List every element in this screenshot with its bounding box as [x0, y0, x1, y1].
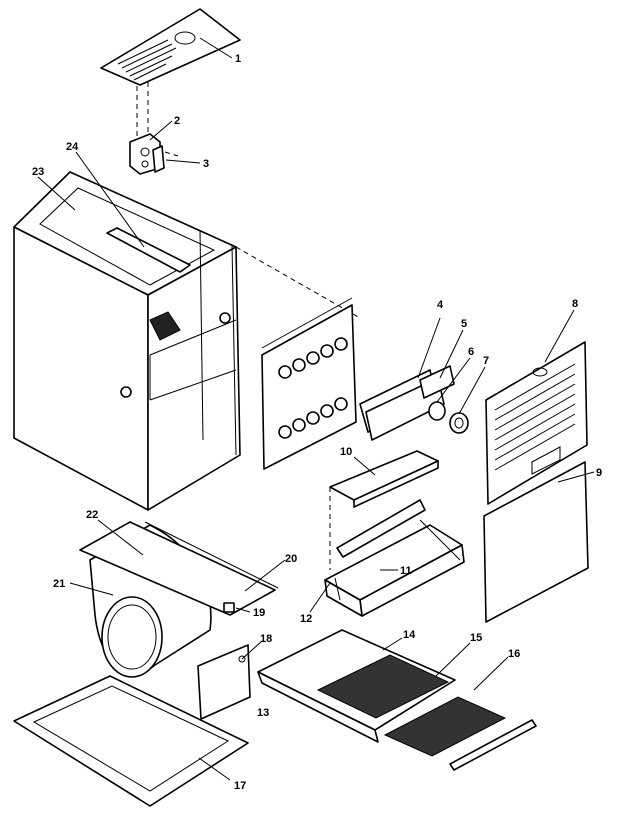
callout-5: 5: [461, 318, 467, 330]
lower-door: [483, 461, 589, 623]
callout-labels: 1 2 3 4 5 6 7 8 9 10 11 12 13 14 15 16 1…: [32, 53, 602, 792]
callout-4: 4: [437, 299, 444, 311]
upper-louvered-door: [485, 341, 588, 505]
callout-18: 18: [260, 633, 272, 645]
blower-motor-capacitor: [223, 602, 235, 613]
sight-ring: [428, 401, 446, 421]
callout-13: 13: [257, 707, 269, 719]
heat-exchanger-plate: [261, 297, 357, 470]
callout-15: 15: [470, 632, 482, 644]
callout-17: 17: [234, 780, 246, 792]
callout-19: 19: [253, 607, 265, 619]
blower-bracket: [324, 519, 465, 617]
gasket: [419, 365, 455, 399]
damper-bracket: [152, 145, 179, 173]
callout-3: 3: [203, 158, 209, 170]
filter-grille: [316, 654, 450, 719]
access-panel: [197, 644, 251, 720]
callout-14: 14: [403, 629, 416, 641]
divider-rail: [336, 499, 426, 558]
rear-baffle: [106, 227, 191, 273]
callout-2: 2: [174, 115, 180, 127]
filter-strip: [449, 719, 537, 771]
damper-assembly: [129, 133, 161, 175]
callout-9: 9: [596, 467, 602, 479]
callout-7: 7: [483, 355, 489, 367]
callout-1: 1: [235, 53, 241, 65]
callout-22: 22: [86, 509, 98, 521]
callout-8: 8: [572, 298, 578, 310]
callout-16: 16: [508, 648, 520, 660]
callout-21: 21: [53, 578, 65, 590]
callout-6: 6: [468, 346, 474, 358]
sight-glass: [449, 412, 469, 434]
filter-panel: [383, 696, 507, 757]
callout-12: 12: [300, 613, 312, 625]
leader-lines: [37, 37, 595, 781]
callout-20: 20: [285, 553, 297, 565]
bottom-plate: [13, 675, 249, 807]
callout-24: 24: [66, 141, 79, 153]
top-vent-plate: [100, 8, 241, 86]
callout-23: 23: [32, 166, 44, 178]
control-shelf: [329, 450, 439, 508]
callout-11: 11: [400, 565, 412, 577]
callout-10: 10: [340, 446, 352, 458]
